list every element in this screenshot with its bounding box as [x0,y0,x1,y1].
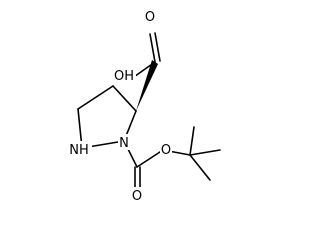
bond-ctert-me-top [189,126,195,156]
bond-c4-c5 [112,85,137,112]
bond-cooh-c-o-double-1 [149,33,156,63]
atom-oh-acid: OH [114,69,134,84]
atom-n-ring-boc: N [119,136,129,151]
bond-boc-c-o-ester [136,149,164,168]
bond-ctert-me-bottom [189,154,211,181]
atom-o-acid-carbonyl: O [145,10,155,25]
chemical-structure-drawing: O OH N NH O O [69,10,221,204]
atom-o-boc-ester: O [161,143,171,158]
atom-nh-ring: NH [69,143,89,158]
bond-ctert-me-right [189,149,221,156]
bond-c3-c4 [77,85,114,110]
bond-cooh-c-o-double-2 [154,32,161,62]
stereo-wedge-bond [136,60,158,111]
atom-o-boc-carbonyl: O [132,189,142,204]
